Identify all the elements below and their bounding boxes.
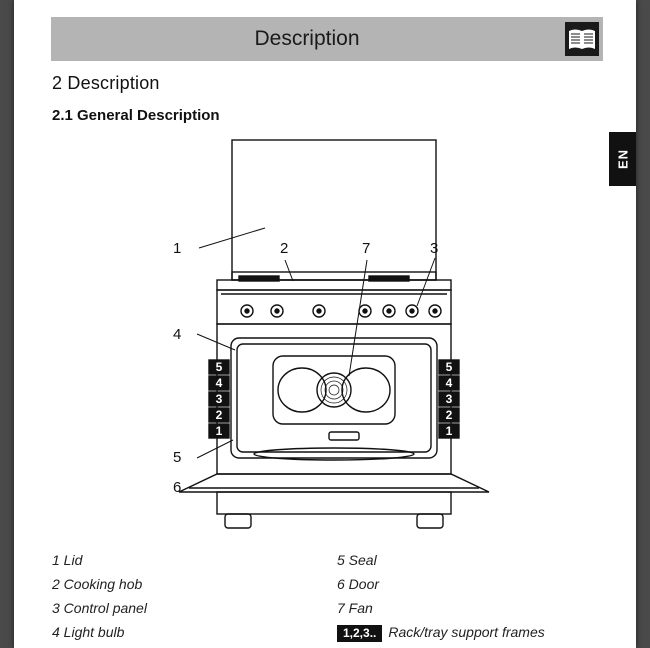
light-bulb-drawing bbox=[328, 431, 360, 441]
legend-item-seal: 5 Seal bbox=[337, 552, 377, 568]
section-subheading: 2.1 General Description bbox=[52, 107, 220, 124]
rack-level-left-4: 4 bbox=[216, 376, 223, 390]
rack-markers-right bbox=[438, 359, 460, 439]
rack-level-left-1: 1 bbox=[216, 424, 223, 438]
language-tab-label: EN bbox=[615, 148, 630, 170]
legend-item-rack-frames: 1,2,3.. Rack/tray support frames bbox=[337, 620, 545, 644]
section-header-bar: Description bbox=[51, 17, 603, 61]
callout-4: 4 bbox=[173, 326, 182, 343]
rack-markers-left bbox=[208, 359, 230, 439]
callout-3: 3 bbox=[430, 240, 439, 257]
callout-5: 5 bbox=[173, 449, 182, 466]
legend-item-lid: 1 Lid bbox=[52, 552, 83, 568]
rack-level-right-4: 4 bbox=[446, 376, 453, 390]
callout-6: 6 bbox=[173, 479, 182, 496]
legend-item-control-panel: 3 Control panel bbox=[52, 600, 147, 616]
seal-drawing bbox=[230, 337, 438, 459]
rack-level-left-5: 5 bbox=[216, 360, 223, 374]
rack-badge: 1,2,3.. bbox=[337, 624, 383, 642]
lid-drawing bbox=[231, 139, 437, 281]
legend-item-door: 6 Door bbox=[337, 576, 380, 592]
section-heading: 2 Description bbox=[52, 73, 160, 93]
rack-level-right-1: 1 bbox=[446, 424, 453, 438]
oven-diagram: 5 4 3 2 1 5 4 3 2 1 bbox=[169, 136, 499, 536]
rack-level-left-2: 2 bbox=[216, 408, 223, 422]
callout-7: 7 bbox=[362, 240, 371, 257]
door-drawing bbox=[178, 473, 490, 493]
manual-page: Description 2 Description 2.1 General De… bbox=[14, 0, 636, 648]
control-knobs bbox=[240, 304, 442, 318]
rack-level-left-3: 3 bbox=[216, 392, 223, 406]
rack-level-right-2: 2 bbox=[446, 408, 453, 422]
section-header-title: Description bbox=[254, 27, 360, 50]
legend-left: 1 Lid 2 Cooking hob 3 Control panel 4 Li… bbox=[52, 548, 147, 644]
callout-2: 2 bbox=[280, 240, 289, 257]
legend-item-cooking-hob: 2 Cooking hob bbox=[52, 576, 143, 592]
fan-drawing bbox=[316, 372, 352, 408]
language-tab: EN bbox=[609, 132, 636, 186]
legend-right: 5 Seal 6 Door 7 Fan 1,2,3.. Rack/tray sup… bbox=[337, 548, 545, 644]
legend-item-fan: 7 Fan bbox=[337, 600, 373, 616]
rack-level-right-5: 5 bbox=[446, 360, 453, 374]
rack-frames-label: Rack/tray support frames bbox=[388, 624, 545, 640]
open-book-icon bbox=[565, 22, 599, 56]
legend-item-light-bulb: 4 Light bulb bbox=[52, 624, 125, 640]
rack-level-right-3: 3 bbox=[446, 392, 453, 406]
callout-1: 1 bbox=[173, 240, 182, 257]
